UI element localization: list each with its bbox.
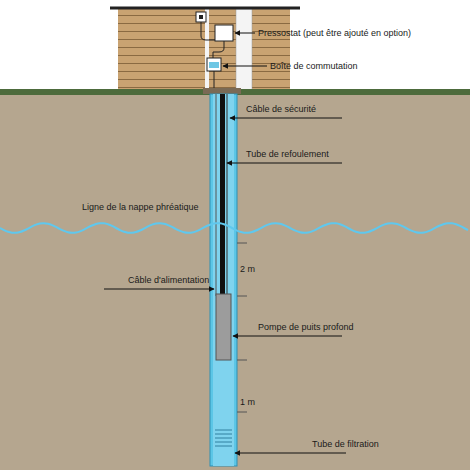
well-casing [210, 94, 237, 466]
safety-cable [227, 94, 228, 296]
callout-label: 1 m [240, 397, 255, 408]
wire [201, 22, 215, 40]
switch-box-window [209, 62, 219, 68]
switch-box [207, 58, 221, 71]
house-wall [118, 9, 290, 92]
outlet-socket [199, 15, 203, 19]
callout-label: Pressostat (peut être ajouté en option) [258, 28, 411, 39]
pressure-switch [215, 25, 233, 41]
wire [213, 40, 224, 58]
callout-label: Tube de filtration [312, 439, 379, 450]
callout-label: Câble d'alimentation [128, 275, 209, 286]
corner-board [236, 9, 252, 92]
callout-label: 2 m [240, 264, 255, 275]
roof-line [110, 7, 300, 10]
filter-slots [215, 428, 232, 448]
power-cable [216, 94, 217, 296]
well-head [203, 88, 241, 94]
callout-label: Câble de sécurité [246, 104, 316, 115]
leader-lines [104, 33, 346, 453]
callout-label: Boîte de commutation [270, 61, 358, 72]
discharge-tube [220, 94, 225, 294]
callout-label: Pompe de puits profond [258, 322, 354, 333]
callout-label: Tube de refoulement [246, 149, 329, 160]
pump [216, 294, 231, 360]
callout-label: Ligne de la nappe phréatique [82, 202, 199, 213]
soil [0, 94, 470, 470]
water-table-line [0, 223, 468, 233]
outlet [196, 12, 206, 22]
well-water [213, 94, 234, 466]
